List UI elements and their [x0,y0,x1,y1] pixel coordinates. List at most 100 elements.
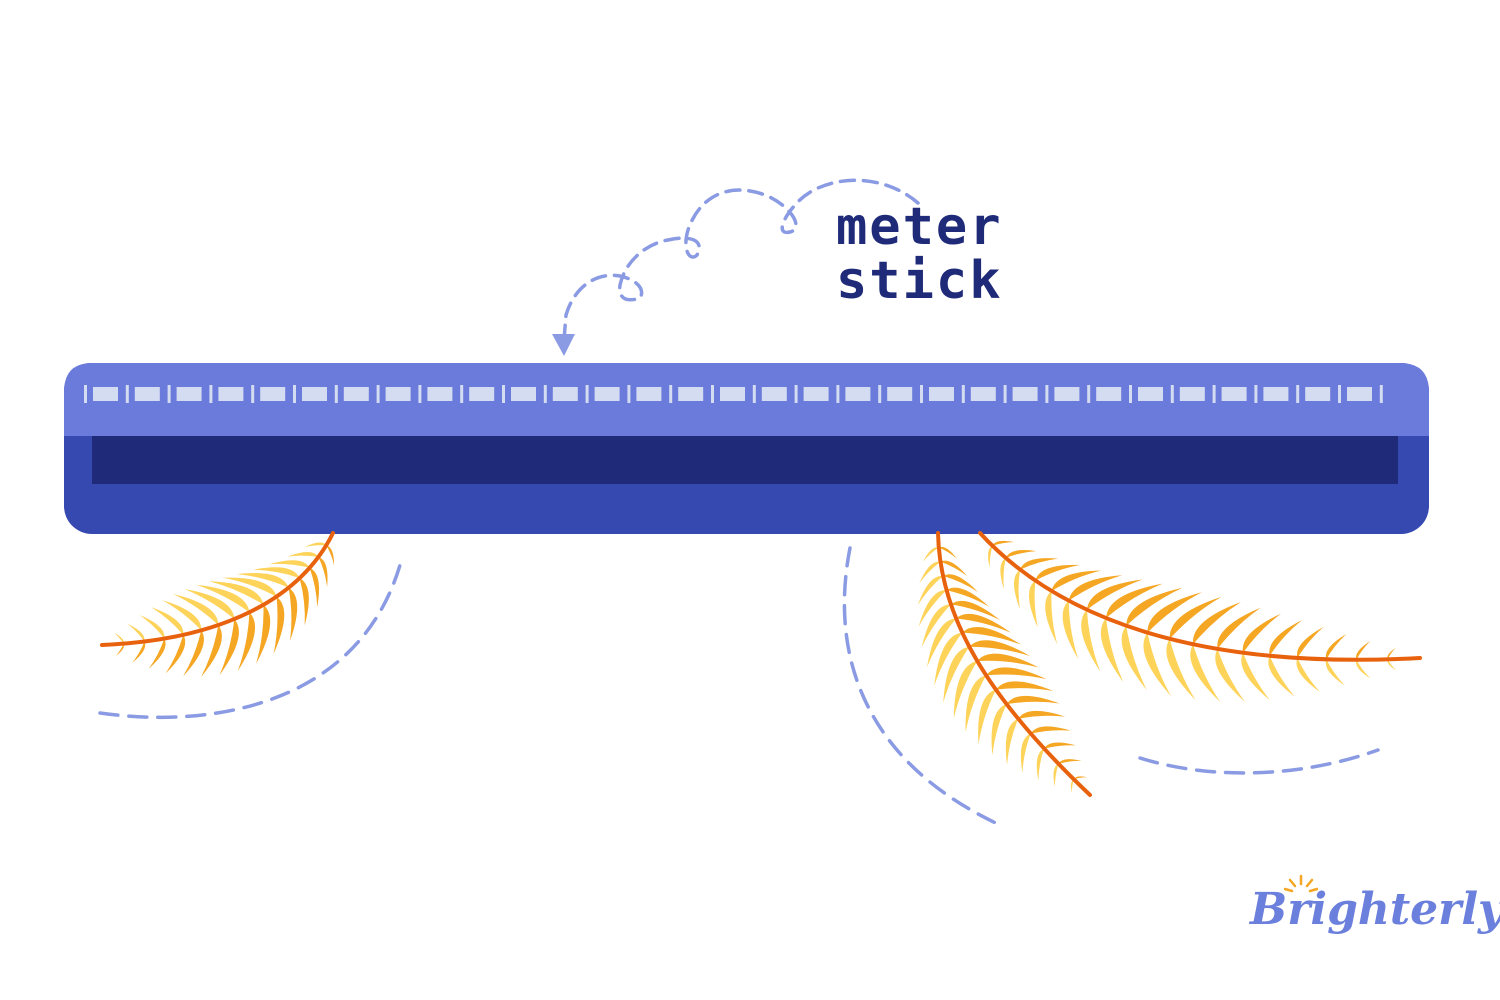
ruler-tick [167,385,171,403]
fern-leaflet [956,613,1011,633]
fern-leaflet [986,667,1047,680]
fern-leaflet [151,607,184,635]
fern-leaflet [1073,776,1088,780]
fern-leaflet [953,661,978,719]
fern-leaflet [252,567,300,579]
fern-leaflet [992,540,1015,546]
ruler-mark [1096,387,1122,401]
fern-leaflet [132,641,146,663]
fern-leaflet [1296,657,1320,692]
brighterly-logo: Brighterly [1250,884,1500,935]
fern-leaflet [1241,652,1270,701]
ruler-mark [552,387,578,401]
ruler-mark [176,387,202,401]
ruler-mark [1305,387,1331,401]
fern-leaflet [288,587,298,641]
ruler-tick [251,385,255,403]
fern-stem [100,531,335,647]
fern-leaflet [943,646,970,703]
fern-leaflet [1121,625,1147,691]
ruler-mark [134,387,160,401]
ruler-mark [1179,387,1205,401]
fern-leaflet [991,704,1007,756]
ruler-tick [293,385,296,403]
fern-leaflet [1053,763,1059,787]
ruler-tick [669,385,673,403]
fern-leaf-icon [978,531,1422,703]
fern-leaflet [995,681,1054,692]
fern-leaflet [1035,564,1080,581]
fern-leaflet [965,675,987,733]
ruler-tick [1254,385,1258,403]
fern-leaflet [1030,726,1071,734]
fern-leaflet [299,578,309,626]
fern-leaflet [946,587,990,607]
fern-leaflet [921,604,951,648]
fern-leaflet [273,596,285,654]
fern-leaves [100,531,1422,797]
ruler-tick [125,385,129,403]
ruler-tick [585,385,589,403]
ruler-mark [970,387,996,401]
fern-leaflet [1028,580,1038,628]
fern-leaflet [219,619,239,676]
fern-leaflet [139,615,165,639]
fern-leaflet [165,634,186,674]
ruler-tick [334,385,338,403]
ruler-tick [878,385,882,403]
dashed-curve-middle [842,546,1002,827]
fern-leaflet [1058,759,1082,764]
fern-leaflet [1068,575,1123,601]
fern-leaf-icon [917,531,1092,797]
ruler-mark [1054,387,1080,401]
ruler-tick [1003,385,1007,403]
ruler-tick [920,385,923,403]
ruler-mark [929,387,954,401]
ruler-mark [1221,387,1247,401]
ruler-mark [93,387,118,401]
fern-leaflet [309,567,320,608]
fern-leaflet [969,640,1031,657]
fern-leaflet [1268,655,1295,697]
fern-leaflet [1325,659,1346,686]
fern-leaflet [1106,583,1163,619]
sun-icon [1284,874,1318,893]
fern-leaflet [927,618,957,668]
ruler-tick [794,385,798,403]
fern-leaflet [256,604,271,664]
ruler-mark [218,387,244,401]
fern-leaflet [943,574,979,593]
fern-leaflet [1355,640,1371,660]
ruler-tick [209,385,213,403]
ruler-tick [961,385,965,403]
fern-leaflet [917,575,944,606]
label-line-2: stick [836,251,1003,311]
fern-leaflet [287,552,319,557]
fern-leaflet [269,560,310,568]
fern-leaflet [162,600,202,631]
fern-leaflet [196,584,250,613]
fern-leaflet [326,545,335,566]
fern-leaflet [1126,587,1183,626]
ruler-tick [1338,385,1341,403]
dashed-curves [98,546,1380,827]
fern-leaflet [1190,644,1221,703]
fern-leaflet [1005,550,1037,558]
fern-leaflet [1100,618,1124,683]
fern-leaflet [1045,590,1058,645]
fern-leaflet [1355,659,1371,679]
ruler-tick [711,385,714,403]
ruler-mark [678,387,704,401]
fern-leaflet [304,542,327,548]
ruler-tick [1045,385,1049,403]
ruler-tick [84,385,87,403]
ruler-tick [1170,385,1174,403]
fern-leaflet [1020,558,1059,570]
ruler-tick [627,385,631,403]
fern-leaflet [1086,579,1143,610]
fern-leaflet [1062,600,1079,660]
fern-leaflet [1217,607,1261,649]
fern-leaflet [1169,596,1222,639]
fern-leaflet [1005,718,1019,765]
dashed-curve-left [98,563,402,719]
